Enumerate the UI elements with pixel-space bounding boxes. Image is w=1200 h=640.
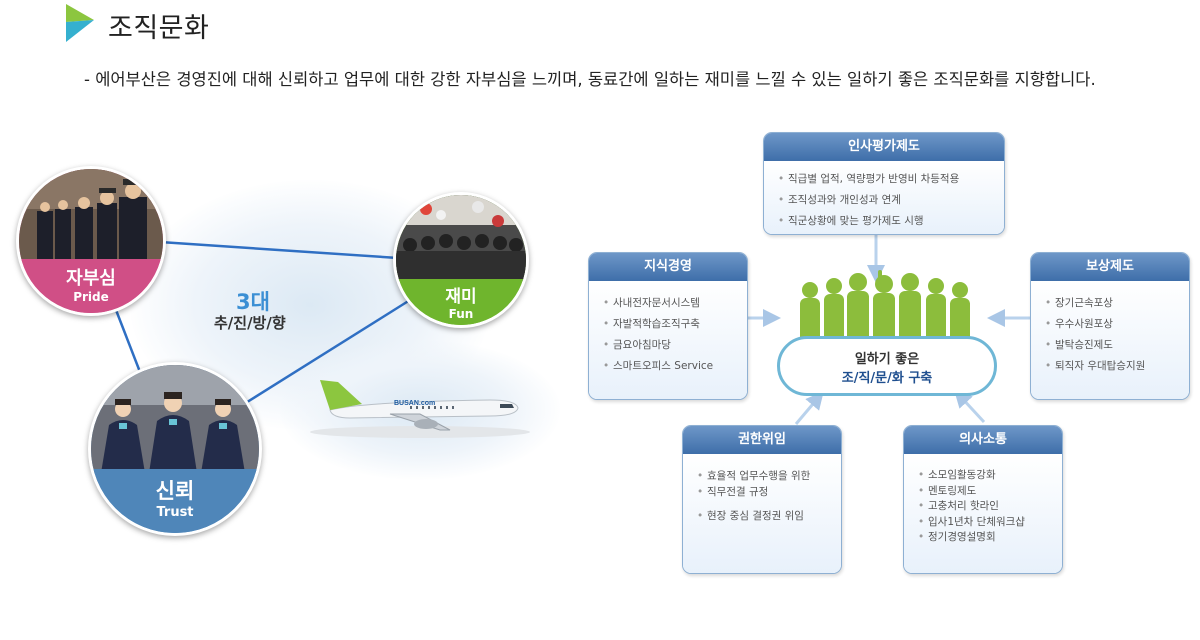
list-item: 스마트오피스 Service [603,356,733,377]
box-hr-evaluation-title: 인사평가제도 [764,133,1004,161]
crew-photo-icon [91,365,259,473]
box-reward: 보상제도 장기근속포상 우수사원포상 발탁승진제도 퇴직자 우대탑승지원 [1030,252,1190,400]
trust-label: 신뢰 [91,475,259,505]
list-item: 입사1년차 단체워크샵 [918,515,1048,531]
pride-circle: 자부심 Pride [16,166,166,316]
plane-logo-text: BUSAN.com [394,400,435,407]
box-communication-title: 의사소통 [904,426,1062,454]
center-goal-oval: 일하기 좋은 조/직/문/화 구축 [777,336,997,396]
list-item: 소모임활동강화 [918,468,1048,484]
officers-photo-icon [19,169,163,259]
list-item: 퇴직자 우대탑승지원 [1045,356,1175,377]
box-reward-title: 보상제도 [1031,253,1189,281]
fun-label: 재미 [396,282,526,307]
pride-sublabel: Pride [19,290,163,304]
box-knowledge-title: 지식경영 [589,253,747,281]
three-directions-label: 추/진/방/향 [214,312,286,333]
list-item: 장기근속포상 [1045,293,1175,314]
list-item: 사내전자문서시스템 [603,293,733,314]
trust-sublabel: Trust [91,505,259,520]
list-item: 직무전결 규정 [697,484,827,500]
box-delegation-title: 권한위임 [683,426,841,454]
list-item: 금요아침마당 [603,335,733,356]
list-item: 직급별 업적, 역량평가 반영비 차등적용 [778,169,990,190]
list-item: 직군상황에 맞는 평가제도 시행 [778,211,990,232]
list-item: 효율적 업무수행을 위한 [697,468,827,484]
list-item: 자발적학습조직구축 [603,314,733,335]
fun-circle: 재미 Fun [393,192,529,328]
airplane-icon: BUSAN.com [290,374,530,444]
list-item: 정기경영설명회 [918,530,1048,546]
center-goal-line2: 조/직/문/화 구축 [780,367,994,386]
trust-circle: 신뢰 Trust [88,362,262,536]
list-item: 발탁승진제도 [1045,335,1175,356]
fun-sublabel: Fun [396,307,526,321]
list-item: 우수사원포상 [1045,314,1175,335]
list-item: 고충처리 핫라인 [918,499,1048,515]
box-delegation: 권한위임 효율적 업무수행을 위한 직무전결 규정 현장 중심 결정권 위임 [682,425,842,574]
list-item: 현장 중심 결정권 위임 [697,508,827,524]
list-item: 멘토링제도 [918,484,1048,500]
list-item: 조직성과와 개인성과 연계 [778,190,990,211]
crowd-photo-icon [396,195,526,281]
box-knowledge: 지식경영 사내전자문서시스템 자발적학습조직구축 금요아침마당 스마트오피스 S… [588,252,748,400]
center-goal-line1: 일하기 좋은 [780,348,994,367]
box-hr-evaluation: 인사평가제도 직급별 업적, 역량평가 반영비 차등적용 조직성과와 개인성과 … [763,132,1005,235]
pride-label: 자부심 [19,264,163,290]
people-group-icon [790,270,980,344]
box-communication: 의사소통 소모임활동강화 멘토링제도 고충처리 핫라인 입사1년차 단체워크샵 … [903,425,1063,574]
